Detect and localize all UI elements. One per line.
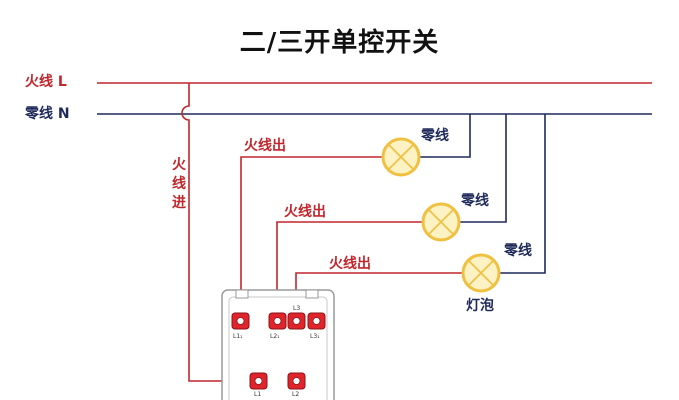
live-out-label-3: 火线出 bbox=[329, 256, 371, 272]
terminal-l1 bbox=[249, 372, 268, 390]
live-out-label-2: 火线出 bbox=[284, 204, 326, 220]
terminal-label: L2 bbox=[292, 391, 299, 398]
terminal-l2-1 bbox=[268, 312, 287, 330]
neutral-label-1: 零线 bbox=[421, 128, 449, 144]
terminal-l3 bbox=[287, 312, 306, 330]
live-in-label: 火线进 bbox=[172, 157, 186, 211]
diagram-title: 二/三开单控开关 bbox=[239, 28, 440, 58]
terminal-label: L2₁ bbox=[270, 333, 280, 340]
terminal-l3-1 bbox=[307, 312, 326, 330]
neutral-wire-1 bbox=[418, 114, 471, 158]
lamp-1-icon bbox=[381, 137, 421, 177]
neutral-label-2: 零线 bbox=[461, 193, 489, 209]
live-out-label-1: 火线出 bbox=[244, 138, 286, 154]
live-out-wire-1 bbox=[240, 156, 384, 316]
lamp-3-icon bbox=[461, 253, 501, 293]
terminal-label: L1₁ bbox=[233, 333, 243, 340]
terminal-label: L1 bbox=[254, 391, 261, 398]
neutral-wire-3 bbox=[498, 114, 546, 274]
lamp-2-icon bbox=[421, 202, 461, 242]
live-line-label: 火线 L bbox=[25, 74, 67, 90]
terminal-l1-1 bbox=[231, 312, 250, 330]
live-out-wire-2 bbox=[276, 221, 424, 316]
neutral-label-3: 零线 bbox=[504, 243, 532, 259]
terminal-l2 bbox=[287, 372, 306, 390]
neutral-line-label: 零线 N bbox=[25, 106, 70, 122]
terminal-label: L3₁ bbox=[310, 333, 320, 340]
switch-body bbox=[221, 289, 335, 400]
live-in-wire bbox=[181, 83, 256, 382]
lamp-label: 灯泡 bbox=[466, 298, 494, 314]
terminal-label: L3 bbox=[293, 305, 300, 312]
neutral-wire-2 bbox=[458, 114, 507, 223]
